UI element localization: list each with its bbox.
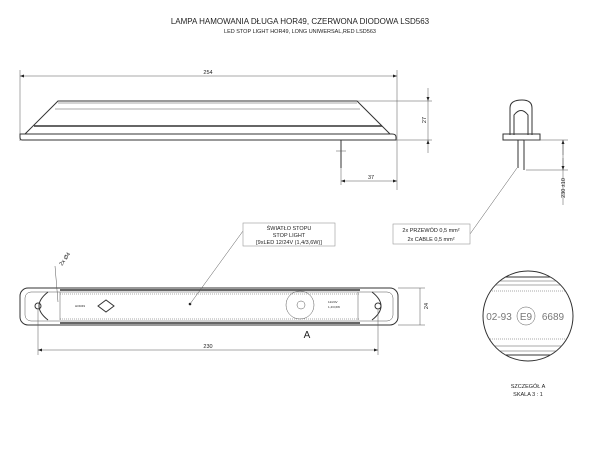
title-polish: LAMPA HAMOWANIA DŁUGA HOR49, CZERWONA DI… <box>171 17 430 26</box>
cable-label-pl: 2x PRZEWÓD 0,5 mm² <box>402 227 459 234</box>
light-label-pl: ŚWIATŁO STOPU <box>267 224 312 232</box>
dimension-cable-offset: 37 <box>368 175 374 181</box>
light-label-en: STOP LIGHT <box>273 233 306 239</box>
dimension-height: 27 <box>422 117 428 123</box>
cable-label-en: 2x CABLE 0,5 mm² <box>407 237 454 243</box>
approval-mark: E9 <box>520 312 533 323</box>
end-view <box>502 99 568 205</box>
detail-scale: SKALA 3 : 1 <box>513 392 543 398</box>
svg-text:12/24V: 12/24V <box>328 300 338 304</box>
dimension-length: 254 <box>203 70 212 76</box>
front-view: HOR49 12/24V 1,4/3,6W <box>19 230 425 355</box>
approval-code: 02-93 <box>486 312 512 323</box>
detail-title: SZCZEGÓŁ A <box>511 383 546 390</box>
dimension-width: 24 <box>424 303 430 309</box>
approval-number: 6689 <box>542 312 565 323</box>
dimension-holes: 2x Ø4 <box>59 252 72 267</box>
side-view <box>19 70 432 190</box>
detail-marker: A <box>304 330 311 341</box>
dimension-cable-length: 230 ±10 <box>561 178 567 198</box>
dimension-hole-spacing: 230 <box>203 344 212 350</box>
title-english: LED STOP LIGHT HOR49, LONG UNIWERSAL,RED… <box>224 29 376 35</box>
svg-text:HOR49: HOR49 <box>75 304 85 308</box>
light-label-spec: [9xLED 12/24V (1,4/3,6W)] <box>256 240 322 246</box>
svg-text:1,4/3,6W: 1,4/3,6W <box>328 305 340 309</box>
